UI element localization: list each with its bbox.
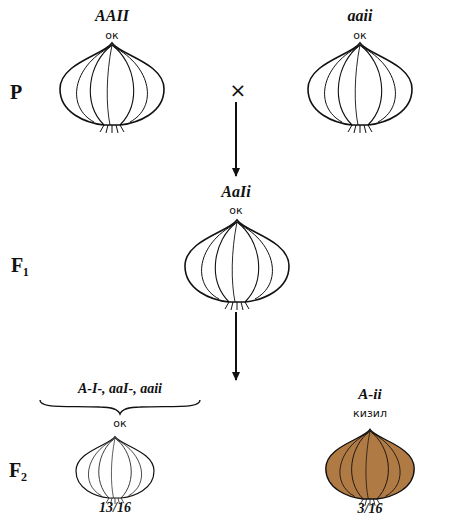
genotype: AAII bbox=[95, 7, 129, 25]
genotype: AaIi bbox=[221, 183, 250, 201]
generation-label: F₁ bbox=[11, 254, 29, 276]
phenotype: ок bbox=[113, 418, 126, 430]
ratio: 13/16 bbox=[99, 500, 131, 515]
ratio: 3/16 bbox=[358, 501, 383, 516]
phenotype: ок bbox=[353, 30, 366, 42]
genotype: A-ii bbox=[358, 386, 381, 403]
phenotype: ок bbox=[105, 30, 118, 42]
genotype: aaii bbox=[348, 7, 373, 25]
phenotype: кизил bbox=[353, 408, 387, 420]
genotype: A-I-, aaI-, aaii bbox=[78, 381, 162, 396]
phenotype: ок bbox=[229, 205, 242, 217]
generation-label: F₂ bbox=[9, 459, 27, 481]
generation-label: P bbox=[10, 81, 22, 103]
cross-symbol: × bbox=[230, 79, 247, 101]
